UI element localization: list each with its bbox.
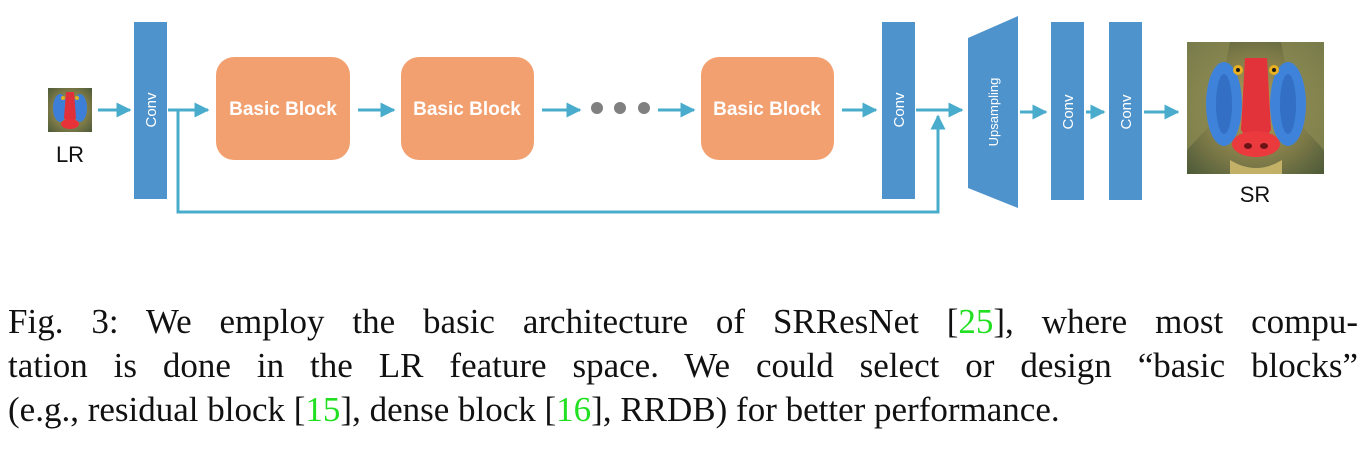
conv-layer-4: Conv xyxy=(1109,22,1142,200)
sr-output-image xyxy=(1187,42,1324,174)
conv-layer-2-label: Conv xyxy=(891,92,908,128)
ellipsis-dots xyxy=(591,102,650,114)
basic-block-3: Basic Block xyxy=(701,57,834,160)
basic-block-3-label: Basic Block xyxy=(713,99,821,120)
caption-text-3c: , RRDB) for better performance. xyxy=(602,390,1060,429)
caption-text-3a: (e.g., residual block xyxy=(8,390,294,429)
caption-text-3b: , dense block xyxy=(352,390,545,429)
conv-layer-4-label: Conv xyxy=(1118,94,1135,130)
citation-15[interactable]: 15 xyxy=(305,390,341,429)
sr-label: SR xyxy=(1240,182,1271,207)
caption-text-1b: ], where most compu- xyxy=(993,302,1358,341)
srresnet-architecture-diagram: LR Conv Basic Block Basic Block Basic Bl… xyxy=(48,16,1324,214)
caption-line-2: tation is done in the LR feature space. … xyxy=(8,346,1358,385)
citation-bracket-open: [ xyxy=(946,302,959,341)
conv-layer-2: Conv xyxy=(882,22,915,199)
caption-text-1: Fig. 3: We employ the basic architecture… xyxy=(8,302,947,341)
lr-label: LR xyxy=(56,142,84,167)
upsampling-layer: Upsampling xyxy=(968,16,1018,208)
citation-25[interactable]: 25 xyxy=(958,302,994,341)
conv-layer-3: Conv xyxy=(1051,22,1084,200)
upsampling-label: Upsampling xyxy=(986,78,1001,147)
basic-block-1: Basic Block xyxy=(216,57,350,160)
conv-layer-3-label: Conv xyxy=(1060,94,1077,130)
caption-line-1: Fig. 3: We employ the basic architecture… xyxy=(8,300,1358,344)
lr-input-image xyxy=(48,88,92,132)
citation-16[interactable]: 16 xyxy=(556,390,592,429)
basic-block-1-label: Basic Block xyxy=(229,99,337,120)
figure-caption: Fig. 3: We employ the basic architecture… xyxy=(8,300,1358,432)
skip-connection-arrow xyxy=(176,110,946,214)
basic-block-2: Basic Block xyxy=(401,57,534,160)
basic-block-2-label: Basic Block xyxy=(413,99,521,120)
conv-layer-1: Conv xyxy=(134,22,167,199)
caption-line-3: (e.g., residual block [15], dense block … xyxy=(8,390,1060,429)
conv-layer-1-label: Conv xyxy=(143,92,160,128)
